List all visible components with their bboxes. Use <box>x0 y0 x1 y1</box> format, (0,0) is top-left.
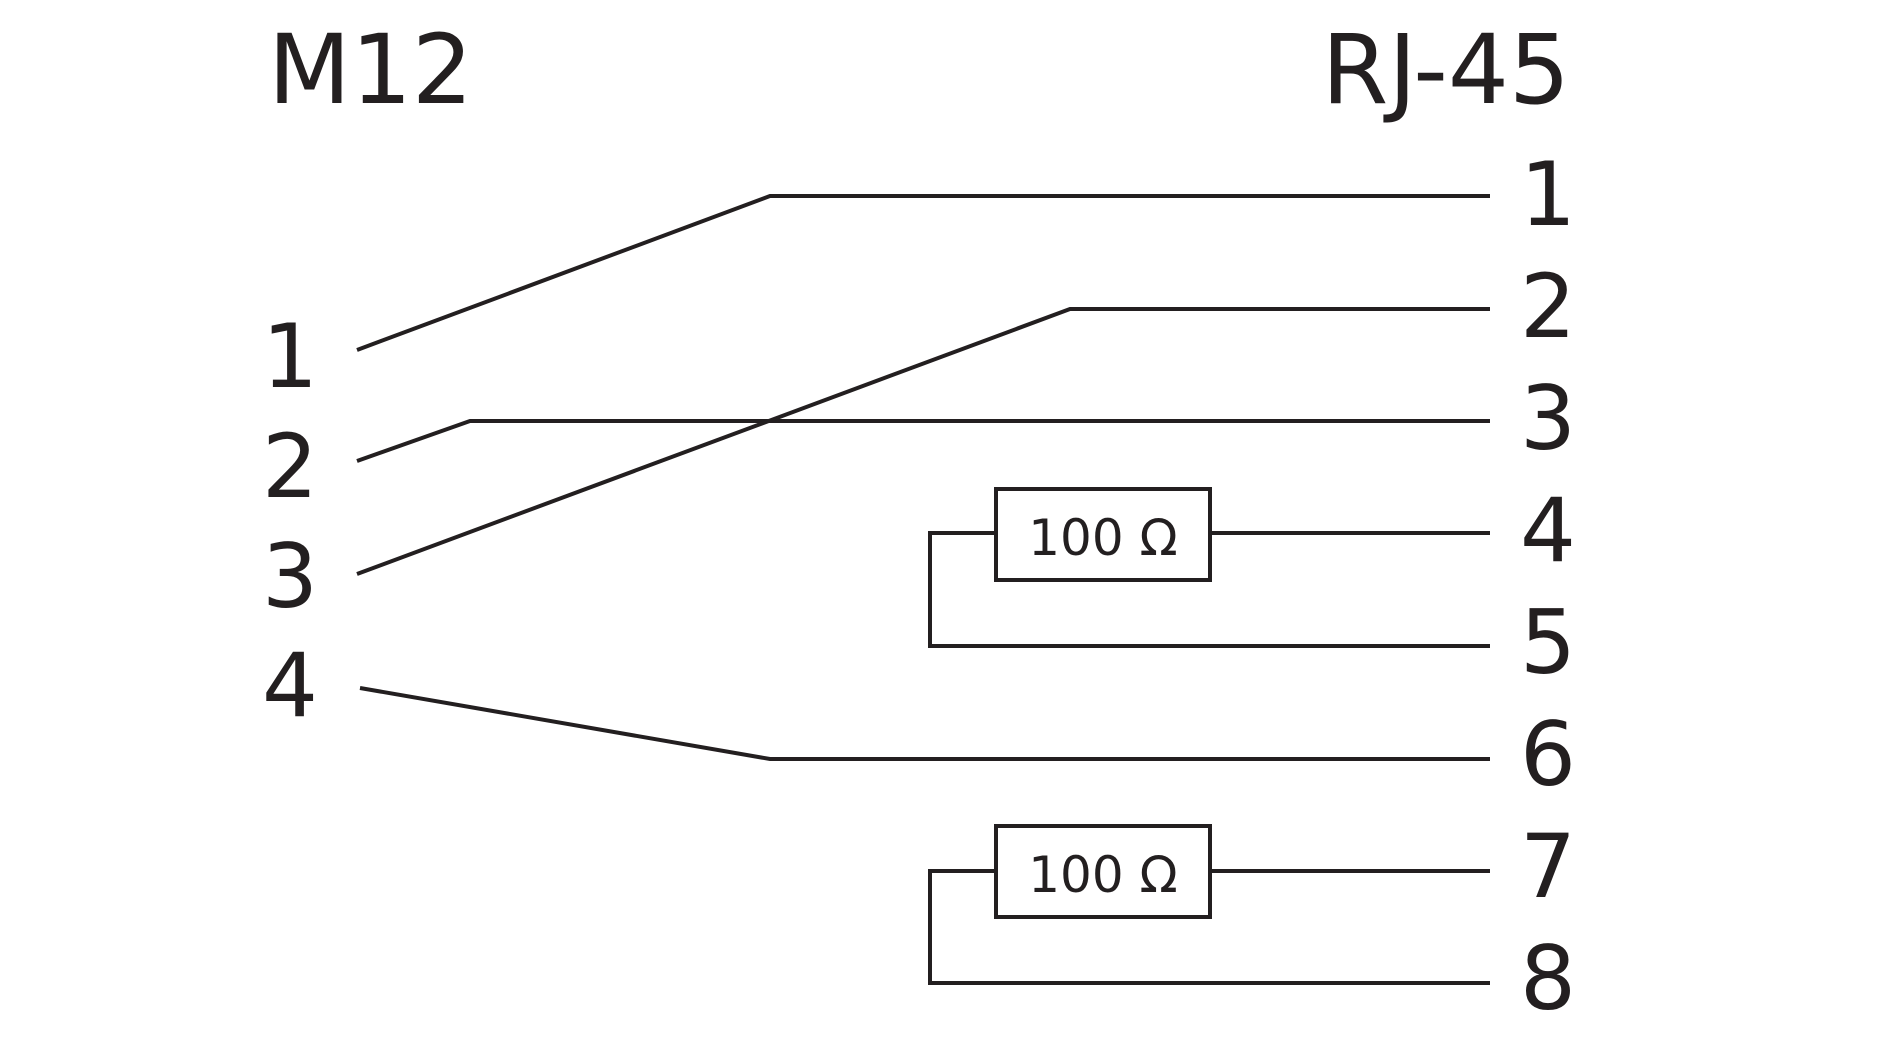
wire-m12-3-to-rj45-2 <box>356 307 1490 576</box>
resistor-2-label: 100 Ω <box>1028 846 1178 904</box>
resistor-1-label: 100 Ω <box>1028 509 1178 567</box>
wire-m12-2-to-rj45-3 <box>356 419 1490 463</box>
resistor-1-body <box>994 487 1212 582</box>
wire-resistor-1-to-rj45-5 <box>928 531 1490 648</box>
rj45-pin-label-3: 3 <box>1520 367 1576 470</box>
m12-pin-label-3: 3 <box>262 525 318 628</box>
m12-pin-label-4: 4 <box>262 634 318 737</box>
rj45-pin-label-6: 6 <box>1520 703 1576 806</box>
rj45-pin-label-2: 2 <box>1520 255 1576 358</box>
wire-m12-1-to-rj45-1 <box>356 194 1490 352</box>
rj45-connector-title: RJ-45 <box>1322 14 1570 126</box>
rj45-pin-label-5: 5 <box>1520 591 1576 694</box>
rj45-pin-label-7: 7 <box>1520 815 1576 918</box>
rj45-pin-label-1: 1 <box>1520 143 1576 246</box>
resistor-2-body <box>994 824 1212 919</box>
rj45-pin-label-4: 4 <box>1520 479 1576 582</box>
m12-pin-label-2: 2 <box>262 415 318 518</box>
m12-pin-label-1: 1 <box>262 305 318 408</box>
wire-m12-4-to-rj45-6 <box>359 686 1490 761</box>
m12-connector-title: M12 <box>268 14 473 126</box>
wire-resistor-2-to-rj45-8 <box>928 869 1490 985</box>
rj45-pin-label-8: 8 <box>1520 927 1576 1030</box>
